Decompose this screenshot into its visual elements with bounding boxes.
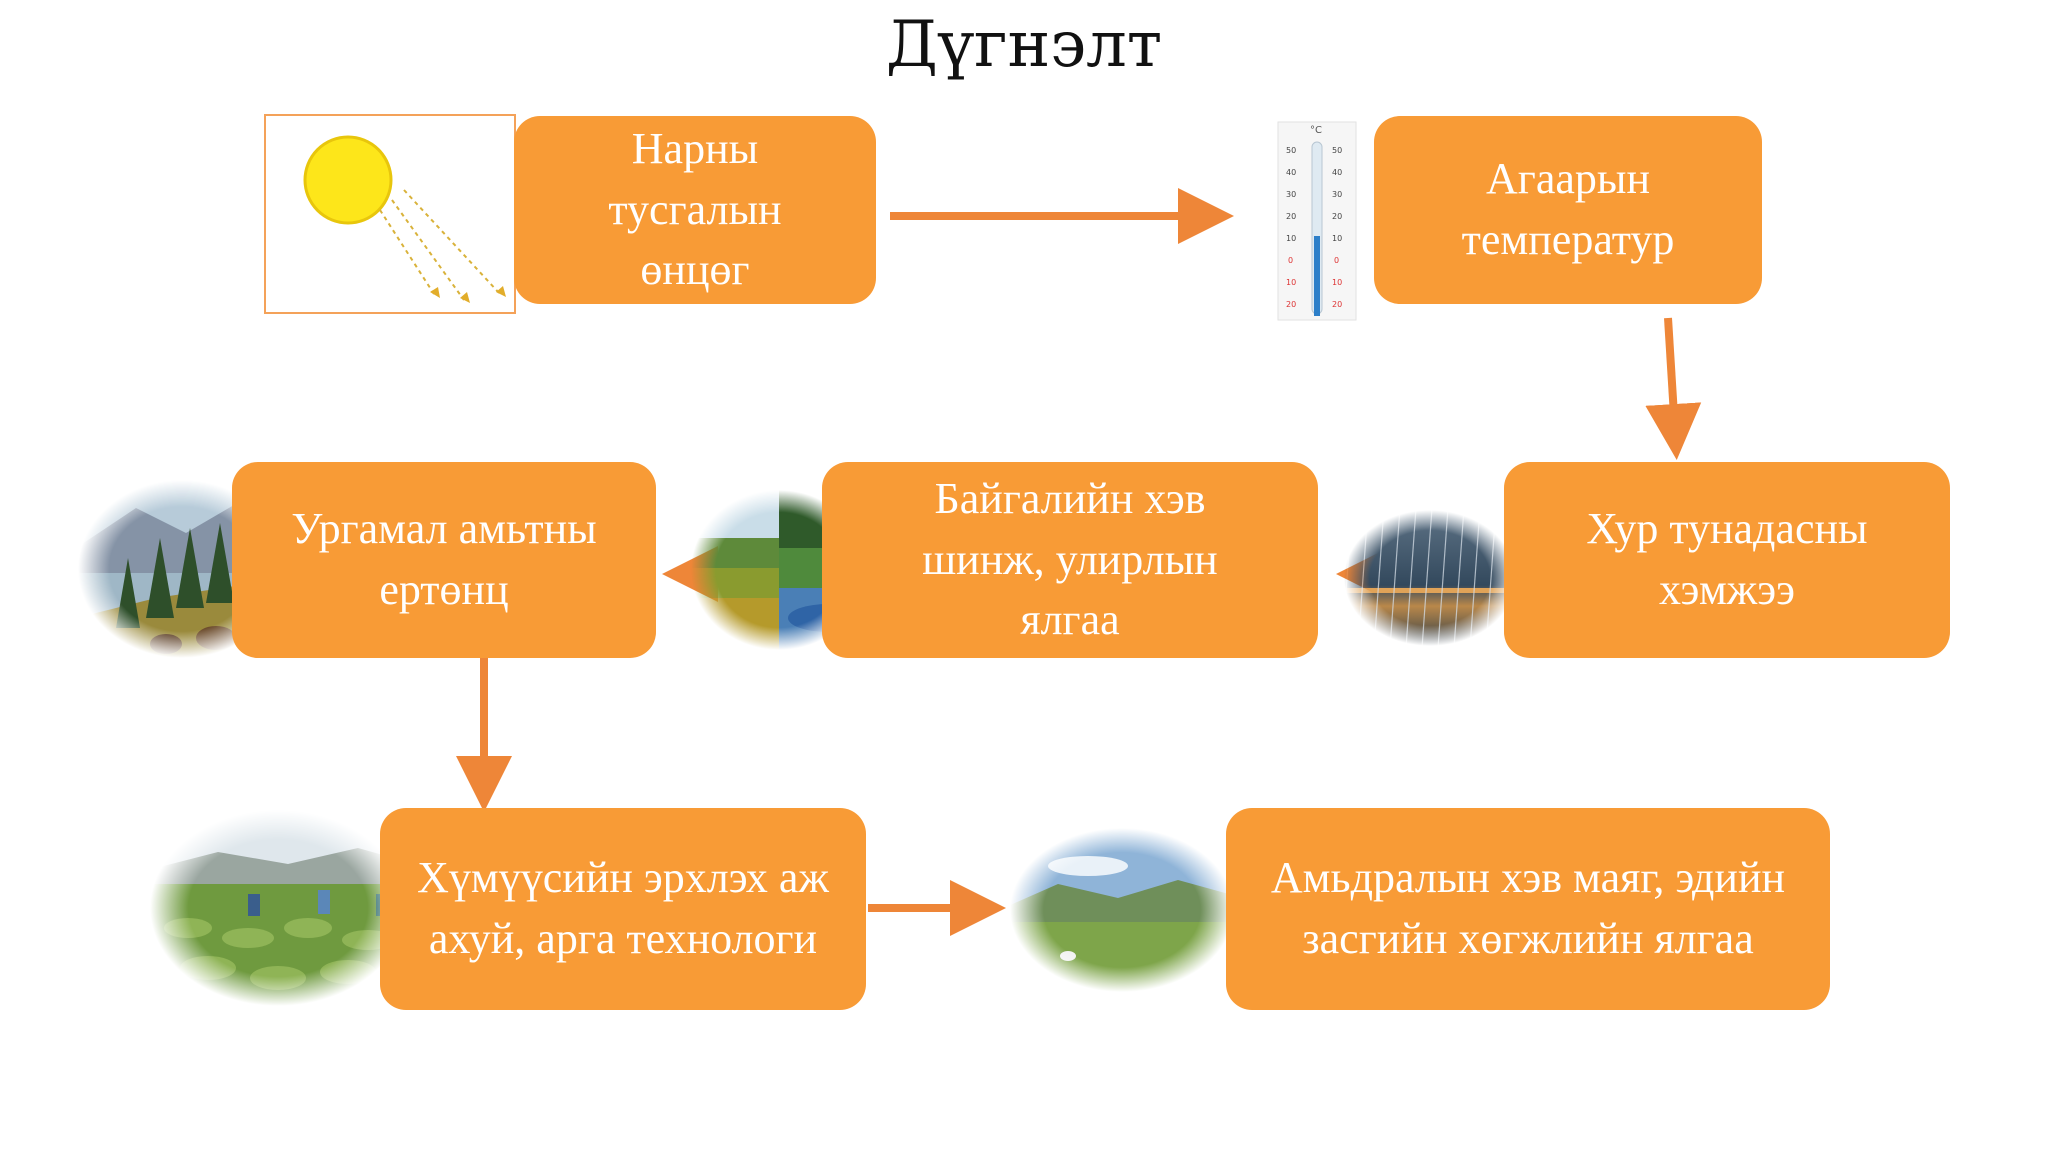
thermometer-ticks-left: 50 40 30 20 10 0 10 20	[1286, 146, 1296, 309]
svg-text:30: 30	[1332, 190, 1342, 199]
arrow-temp-to-rain	[1645, 317, 1702, 460]
svg-text:0: 0	[1288, 256, 1293, 265]
box-nature-type: Байгалийн хэв шинж, улирлын ялгаа	[822, 462, 1318, 658]
thermometer-unit: °C	[1310, 125, 1322, 136]
thermometer-ticks-right: 50 40 30 20 10 0 10 20	[1332, 146, 1342, 309]
svg-text:20: 20	[1286, 300, 1296, 309]
box-flora-fauna: Ургамал амьтны ертөнц	[232, 462, 656, 658]
steppe-photo	[1008, 826, 1236, 994]
rain-photo	[1340, 508, 1520, 648]
svg-text:50: 50	[1332, 146, 1342, 155]
box-air-temperature-text: Агаарын температур	[1461, 154, 1675, 264]
svg-text:20: 20	[1332, 212, 1342, 221]
svg-text:20: 20	[1332, 300, 1342, 309]
box-flora-fauna-text: Ургамал амьтны ертөнц	[291, 504, 597, 614]
svg-text:0: 0	[1334, 256, 1339, 265]
page-title: Дүгнэлт	[885, 8, 1163, 82]
svg-text:40: 40	[1286, 168, 1296, 177]
sun-icon	[264, 114, 516, 314]
farming-photo	[148, 808, 408, 1008]
box-sun-angle-text: Нарны тусгалын өнцөг	[608, 123, 782, 295]
box-nature-type-text: Байгалийн хэв шинж, улирлын ялгаа	[922, 473, 1218, 645]
svg-text:50: 50	[1286, 146, 1296, 155]
svg-text:10: 10	[1332, 234, 1342, 243]
svg-text:30: 30	[1286, 190, 1296, 199]
box-sun-angle: Нарны тусгалын өнцөг	[514, 116, 876, 304]
svg-text:40: 40	[1332, 168, 1342, 177]
thermometer-icon: °C 50 40 30 20 10 0 10 20 50 40 30 20 10…	[1277, 121, 1357, 321]
box-air-temperature: Агаарын температур	[1374, 116, 1762, 304]
svg-text:10: 10	[1286, 278, 1296, 287]
box-precipitation-text: Хур тунадасны хэмжээ	[1586, 504, 1868, 614]
box-lifestyle-text: Амьдралын хэв маяг, эдийн засгийн хөгжли…	[1270, 853, 1786, 963]
box-precipitation: Хур тунадасны хэмжээ	[1504, 462, 1950, 658]
box-lifestyle: Амьдралын хэв маяг, эдийн засгийн хөгжли…	[1226, 808, 1830, 1010]
box-human-economy: Хүмүүсийн эрхлэх аж ахуй, арга технологи	[380, 808, 866, 1010]
svg-text:10: 10	[1332, 278, 1342, 287]
box-human-economy-text: Хүмүүсийн эрхлэх аж ахуй, арга технологи	[417, 853, 829, 963]
svg-text:10: 10	[1286, 234, 1296, 243]
svg-text:20: 20	[1286, 212, 1296, 221]
